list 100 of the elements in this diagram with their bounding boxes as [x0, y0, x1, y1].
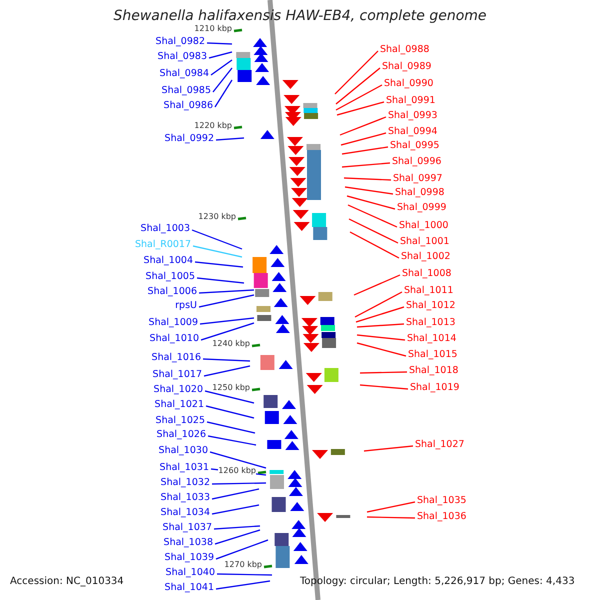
gene-label: Shal_1003 — [140, 223, 190, 235]
leader-line — [214, 529, 260, 545]
leader-line — [210, 451, 266, 469]
gene-label: Shal_1017 — [152, 369, 202, 381]
leader-line — [196, 277, 244, 284]
gene-label: Shal_0983 — [158, 51, 207, 63]
gene-label: Shal_1012 — [406, 300, 456, 312]
gene-label: Shal_1039 — [164, 552, 214, 564]
leader-line — [208, 51, 232, 59]
leader-line — [348, 218, 398, 244]
gene-label: Shal_1010 — [150, 333, 199, 345]
leader-line — [360, 384, 408, 390]
gene-label: Shal_1020 — [154, 384, 203, 396]
gene-label: Shal_1008 — [402, 268, 452, 280]
leader-line — [216, 573, 272, 576]
gene-label: Shal_1031 — [160, 462, 209, 474]
leader-line — [354, 291, 402, 318]
scale-label: 1240 kbp — [212, 339, 250, 348]
gene-label: Shal_0991 — [386, 95, 436, 107]
gene-label: Shal_1016 — [152, 352, 201, 364]
gene-label: Shal_0989 — [382, 61, 432, 73]
gene-label: Shal_1021 — [154, 399, 204, 411]
gene-label: Shal_1025 — [156, 415, 205, 427]
gene-label: Shal_1033 — [160, 492, 210, 504]
gene-label: Shal_0995 — [390, 140, 440, 152]
leader-line — [200, 317, 254, 325]
leader-line — [200, 322, 254, 341]
gene-label: Shal_1037 — [162, 522, 212, 534]
gene-label: Shal_1027 — [415, 439, 464, 451]
gene-label: Shal_1015 — [408, 349, 458, 361]
leader-line — [356, 323, 404, 328]
leader-line — [212, 488, 260, 500]
leader-line — [216, 137, 244, 141]
gene-label: Shal_1001 — [400, 236, 450, 248]
gene-label: Shal_0990 — [384, 78, 434, 90]
gene-label: Shal_1000 — [399, 220, 448, 232]
leader-line — [342, 162, 390, 168]
leader-line — [366, 501, 416, 513]
gene-label: Shal_0993 — [388, 110, 438, 122]
leader-line — [340, 116, 386, 136]
gene-label: Shal_0999 — [397, 202, 446, 214]
leader-line — [210, 60, 232, 76]
leader-line — [336, 84, 382, 111]
leader-line — [212, 482, 266, 485]
accession-note: Accession: NC_010334 — [10, 576, 124, 588]
leader-line — [214, 80, 232, 108]
leader-line — [360, 371, 408, 374]
gene-label: Shal_1004 — [144, 255, 193, 267]
leader-line — [348, 204, 398, 228]
gene-label: rpsU — [175, 300, 197, 312]
leader-line — [356, 306, 404, 323]
leader-line — [212, 504, 260, 515]
gene-label: Shal_R0017 — [134, 239, 191, 251]
leader-line — [194, 261, 244, 268]
gene-label: Shal_1040 — [166, 567, 215, 579]
leader-line — [350, 231, 400, 259]
leader-line — [214, 525, 260, 530]
title: Shewanella halifaxensis HAW-EB4, complete genome — [112, 10, 488, 22]
leader-line — [366, 516, 416, 519]
gene-label: Shal_1019 — [410, 382, 460, 394]
leader-line — [336, 101, 384, 116]
gene-label: Shal_1034 — [160, 507, 210, 519]
leader-line — [216, 580, 270, 590]
gene-label: Shal_1009 — [148, 317, 198, 329]
scale-label: 1270 kbp — [224, 560, 262, 569]
leader-line — [212, 68, 232, 92]
gene-label: Shal_0998 — [395, 187, 444, 199]
leader-line — [336, 68, 380, 104]
scale-label: 1220 kbp — [194, 121, 232, 130]
leader-line — [334, 50, 378, 94]
gene-label: Shal_1002 — [401, 251, 450, 263]
leader-line — [340, 132, 386, 146]
gene-label: Shal_0985 — [162, 85, 211, 97]
gene-label: Shal_1035 — [417, 495, 466, 507]
scale-label: 1250 kbp — [212, 383, 250, 392]
leader-line — [198, 289, 254, 294]
leader-line — [202, 358, 250, 362]
gene-label: Shal_1032 — [160, 477, 210, 489]
leader-line — [204, 365, 250, 377]
leader-line — [198, 294, 254, 308]
leader-line — [206, 42, 232, 45]
leader-line — [346, 195, 396, 210]
gene-label: Shal_0984 — [160, 68, 209, 80]
gene-label: Shal_0986 — [164, 100, 213, 112]
leader-line — [356, 334, 406, 341]
leader-line — [354, 274, 400, 296]
gene-label: Shal_1006 — [148, 286, 197, 298]
gene-label: Shal_1026 — [156, 429, 206, 441]
leader-line — [364, 445, 414, 452]
leader-line — [344, 177, 392, 181]
gene-label: Shal_1005 — [146, 271, 195, 283]
leader-line — [208, 435, 256, 446]
gene-label: Shal_1013 — [406, 317, 456, 329]
gene-label: Shal_1036 — [417, 511, 466, 523]
leader-line — [342, 146, 388, 155]
genome-stats-note: Topology: circular; Length: 5,226,917 bp; Genes: 4,433 — [300, 576, 575, 588]
gene-label: Shal_0996 — [392, 156, 442, 168]
gene-label: Shal_1014 — [407, 333, 456, 345]
leader-line — [192, 229, 242, 250]
scale-label: 1260 kbp — [218, 466, 256, 475]
